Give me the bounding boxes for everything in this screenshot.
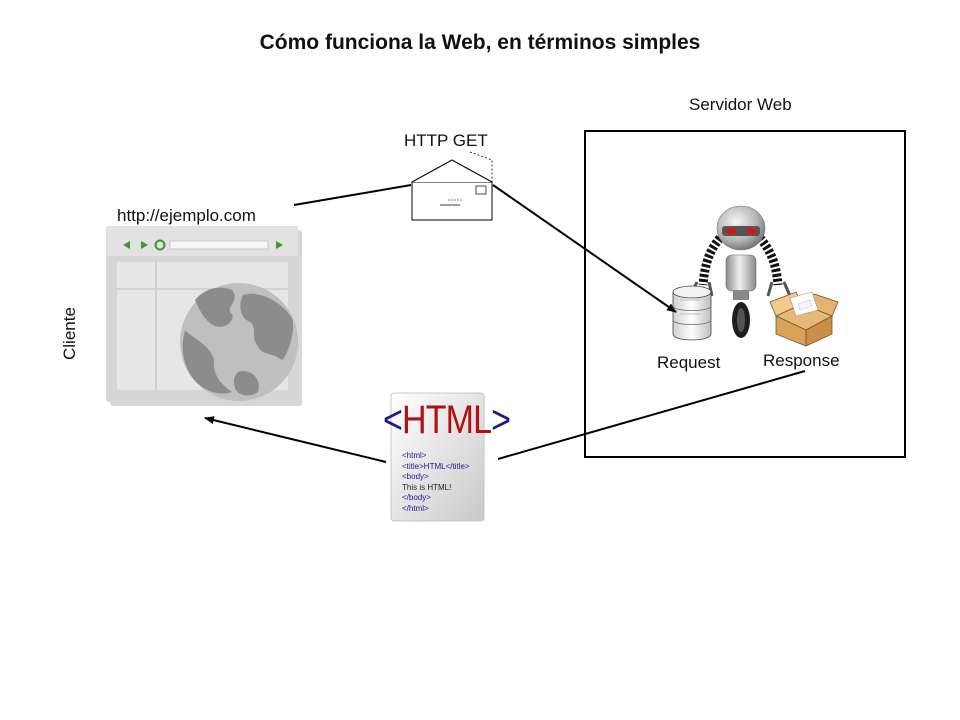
robot-icon [688,205,792,338]
server-label: Servidor Web [689,95,792,114]
diagram-title: Cómo funciona la Web, en términos simple… [259,31,701,54]
database-icon [672,285,712,341]
open-box-icon [769,291,839,347]
code-line: This is HTML! [402,482,452,492]
response-line [497,370,806,460]
globe-icon [180,283,298,401]
code-line: </body> [402,493,431,502]
http-get-label: HTTP GET [404,131,488,150]
html-code-block: <html> <title>HTML</title> <body> This i… [402,451,470,514]
html-document-icon [390,392,485,522]
envelope-icon [411,151,493,221]
response-label: Response [763,351,840,370]
code-line: <title>HTML</title> [402,461,470,471]
code-line: <html> [402,451,427,460]
client-to-envelope-line [293,184,412,206]
server-box [584,130,906,458]
code-line: </html> [402,503,429,513]
html-heading: <HTML> [383,398,511,442]
code-line: <body> [402,472,429,481]
response-arrow [204,416,387,463]
request-label: Request [657,353,721,372]
url-label: http://ejemplo.com [117,206,256,225]
request-arrow [492,184,677,313]
